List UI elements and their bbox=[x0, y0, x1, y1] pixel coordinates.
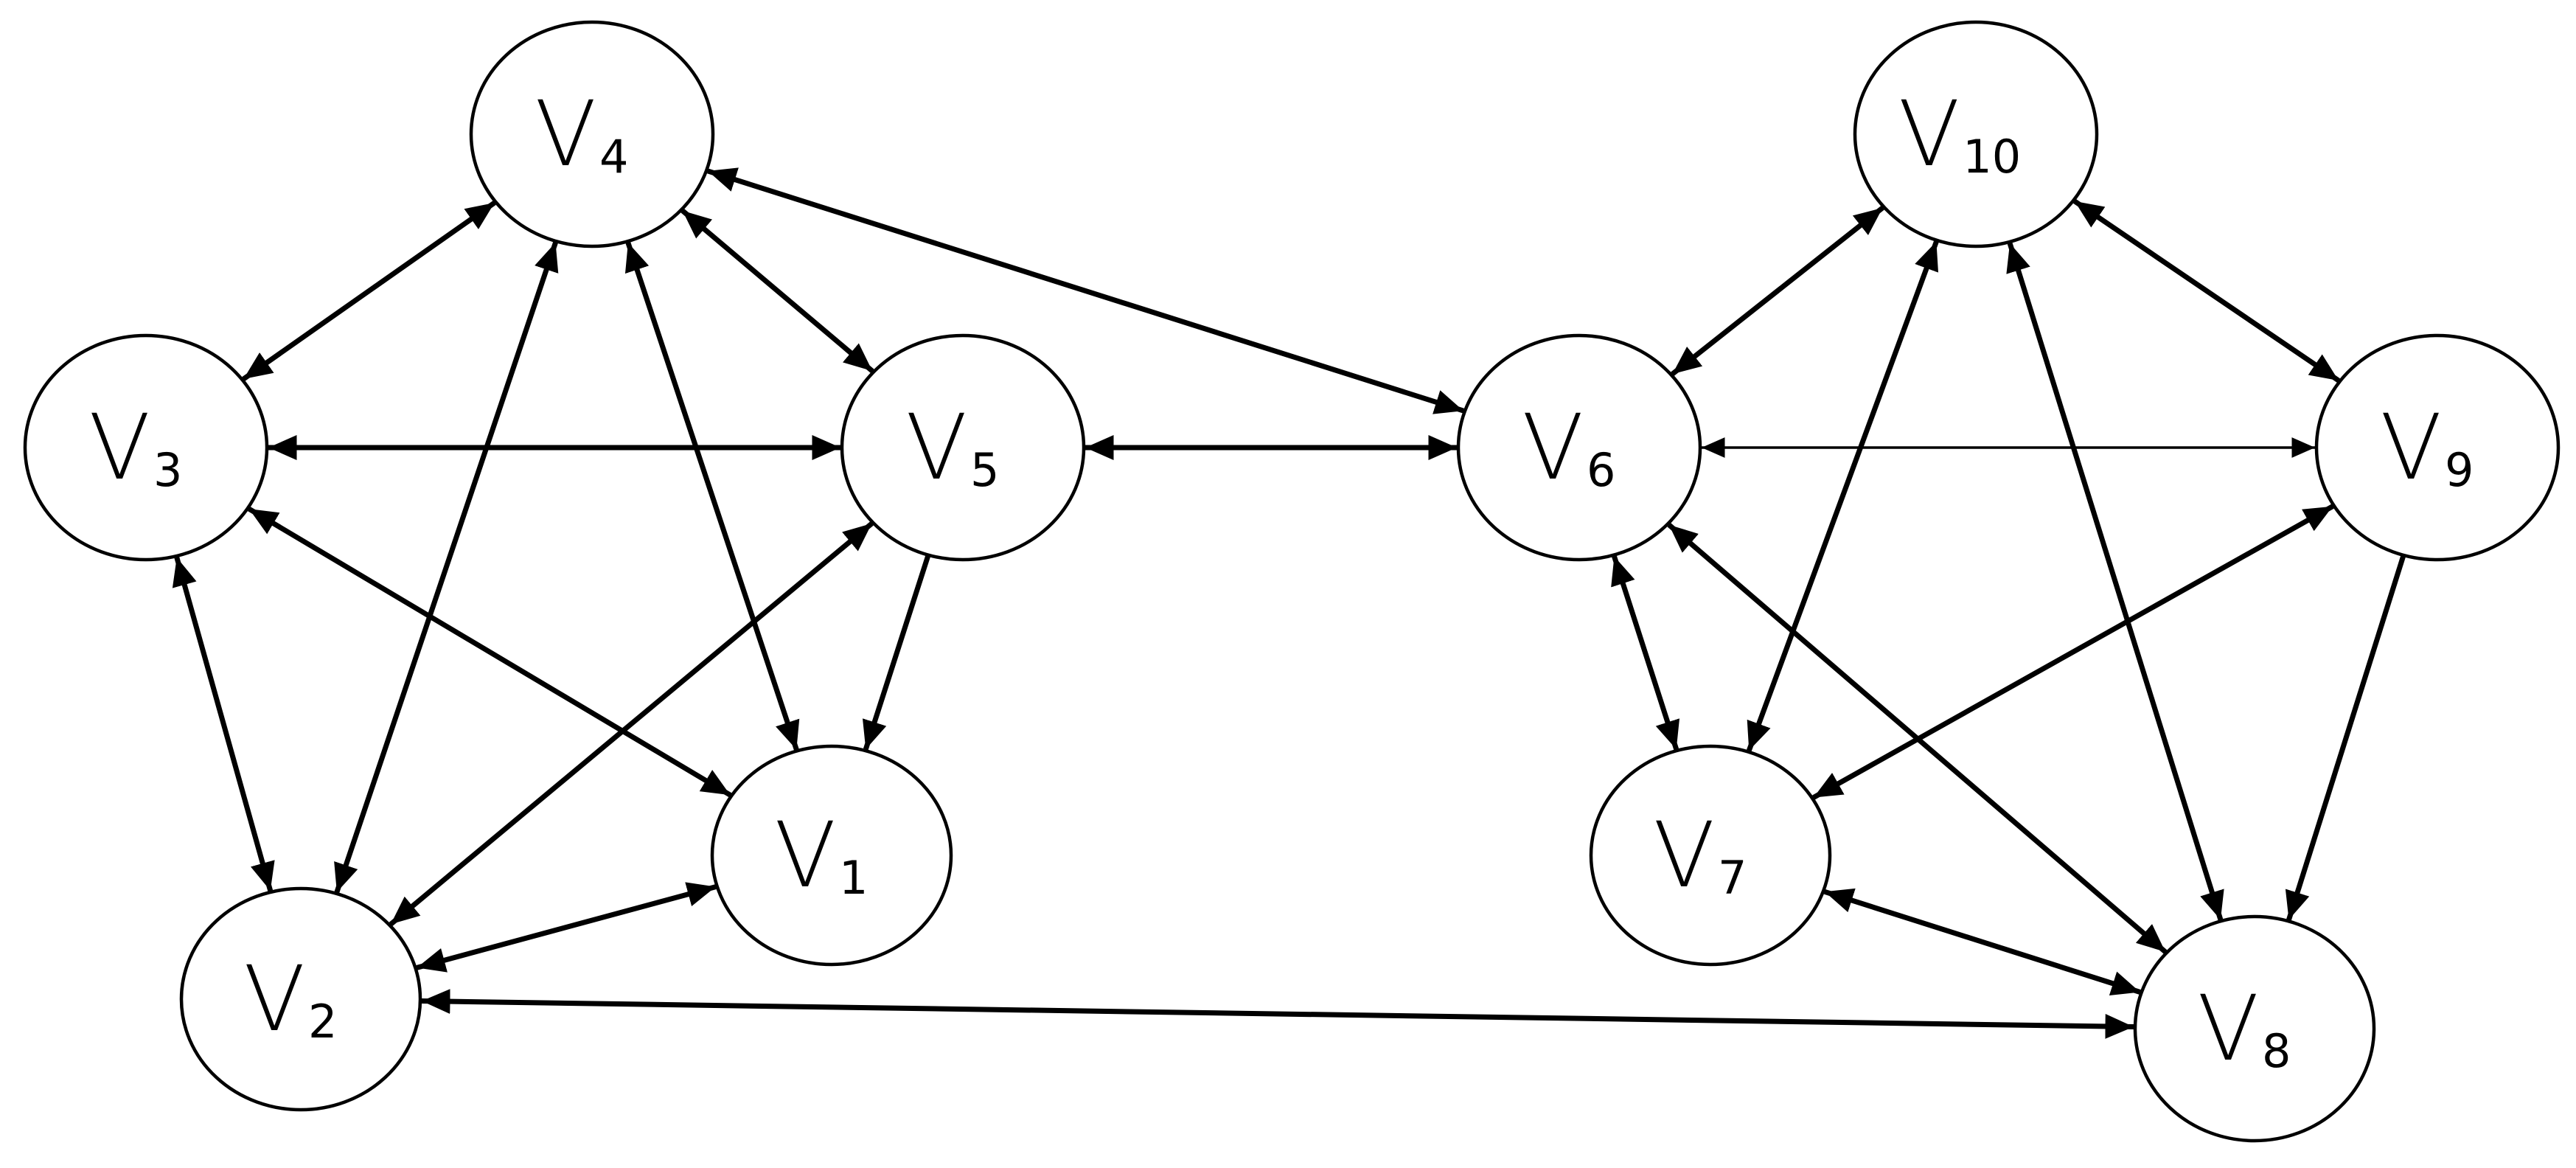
node-circle-v4 bbox=[469, 20, 715, 248]
node-letter: V bbox=[1654, 803, 1715, 908]
edge-v3-v2 bbox=[172, 557, 275, 891]
node-label-v6: V6 bbox=[1522, 395, 1616, 500]
node-subscript: 3 bbox=[153, 443, 182, 497]
edge-v4-v5 bbox=[680, 209, 874, 373]
edge-v4-v1 bbox=[624, 242, 800, 751]
node-label-v3: V3 bbox=[89, 395, 183, 500]
edge-v10-v9 bbox=[2073, 199, 2340, 383]
node-v4: V4 bbox=[469, 20, 715, 248]
node-subscript: 1 bbox=[839, 851, 868, 905]
node-letter: V bbox=[1898, 82, 1960, 187]
node-label-v10: V10 bbox=[1898, 82, 2021, 187]
edge-v9-v7 bbox=[1812, 504, 2334, 800]
edge-v2-v8 bbox=[421, 989, 2134, 1039]
node-subscript: 2 bbox=[308, 995, 337, 1049]
edge-v4-v3 bbox=[242, 201, 496, 381]
node-label-v5: V5 bbox=[906, 395, 1000, 500]
node-letter: V bbox=[2381, 395, 2442, 500]
node-v5: V5 bbox=[840, 333, 1086, 562]
edge-v7-v8 bbox=[1823, 888, 2141, 995]
node-circle-v8 bbox=[2133, 914, 2376, 1143]
node-v2: V2 bbox=[179, 886, 422, 1112]
edge-v4-v2 bbox=[334, 241, 559, 894]
node-letter: V bbox=[775, 803, 836, 908]
edge-v3-v1 bbox=[248, 507, 732, 798]
node-letter: V bbox=[1522, 395, 1584, 500]
node-circle-v7 bbox=[1589, 744, 1832, 967]
node-circle-v6 bbox=[1456, 333, 1702, 562]
node-v1: V1 bbox=[710, 744, 953, 967]
edge-v4-v6 bbox=[707, 167, 1464, 414]
edge-v10-v8 bbox=[2006, 242, 2224, 921]
node-circle-v1 bbox=[710, 744, 953, 967]
node-v9: V9 bbox=[2314, 333, 2561, 562]
node-circle-v3 bbox=[23, 333, 269, 562]
node-v7: V7 bbox=[1589, 744, 1832, 967]
node-label-v9: V9 bbox=[2381, 395, 2474, 500]
node-subscript: 4 bbox=[599, 130, 628, 184]
node-subscript: 9 bbox=[2445, 443, 2474, 497]
node-label-v8: V8 bbox=[2198, 976, 2291, 1081]
edge-v2-v1 bbox=[416, 882, 717, 973]
edge-v9-v8 bbox=[2285, 555, 2406, 921]
edges-layer bbox=[172, 167, 2406, 1039]
node-label-v4: V4 bbox=[535, 82, 629, 187]
node-subscript: 10 bbox=[1963, 130, 2021, 184]
node-circle-v2 bbox=[179, 886, 422, 1112]
node-letter: V bbox=[244, 947, 305, 1051]
node-letter: V bbox=[906, 395, 967, 500]
node-v10: V10 bbox=[1853, 20, 2099, 248]
node-letter: V bbox=[2198, 976, 2259, 1081]
node-letter: V bbox=[535, 82, 596, 187]
node-subscript: 5 bbox=[970, 443, 999, 497]
node-subscript: 7 bbox=[1718, 851, 1747, 905]
edge-v5-v2 bbox=[389, 521, 874, 927]
node-label-v1: V1 bbox=[775, 803, 868, 908]
node-circle-v9 bbox=[2314, 333, 2561, 562]
node-subscript: 8 bbox=[2262, 1024, 2291, 1078]
edge-v10-v6 bbox=[1671, 206, 1884, 376]
node-label-v7: V7 bbox=[1654, 803, 1747, 908]
node-v3: V3 bbox=[23, 333, 269, 562]
node-letter: V bbox=[89, 395, 150, 500]
edge-v6-v7 bbox=[1611, 555, 1680, 751]
node-subscript: 6 bbox=[1587, 443, 1615, 497]
node-circle-v10 bbox=[1853, 20, 2099, 248]
node-circle-v5 bbox=[840, 333, 1086, 562]
edge-v5-v1 bbox=[862, 555, 930, 751]
node-v8: V8 bbox=[2133, 914, 2376, 1143]
node-label-v2: V2 bbox=[244, 947, 338, 1051]
node-v6: V6 bbox=[1456, 333, 1702, 562]
